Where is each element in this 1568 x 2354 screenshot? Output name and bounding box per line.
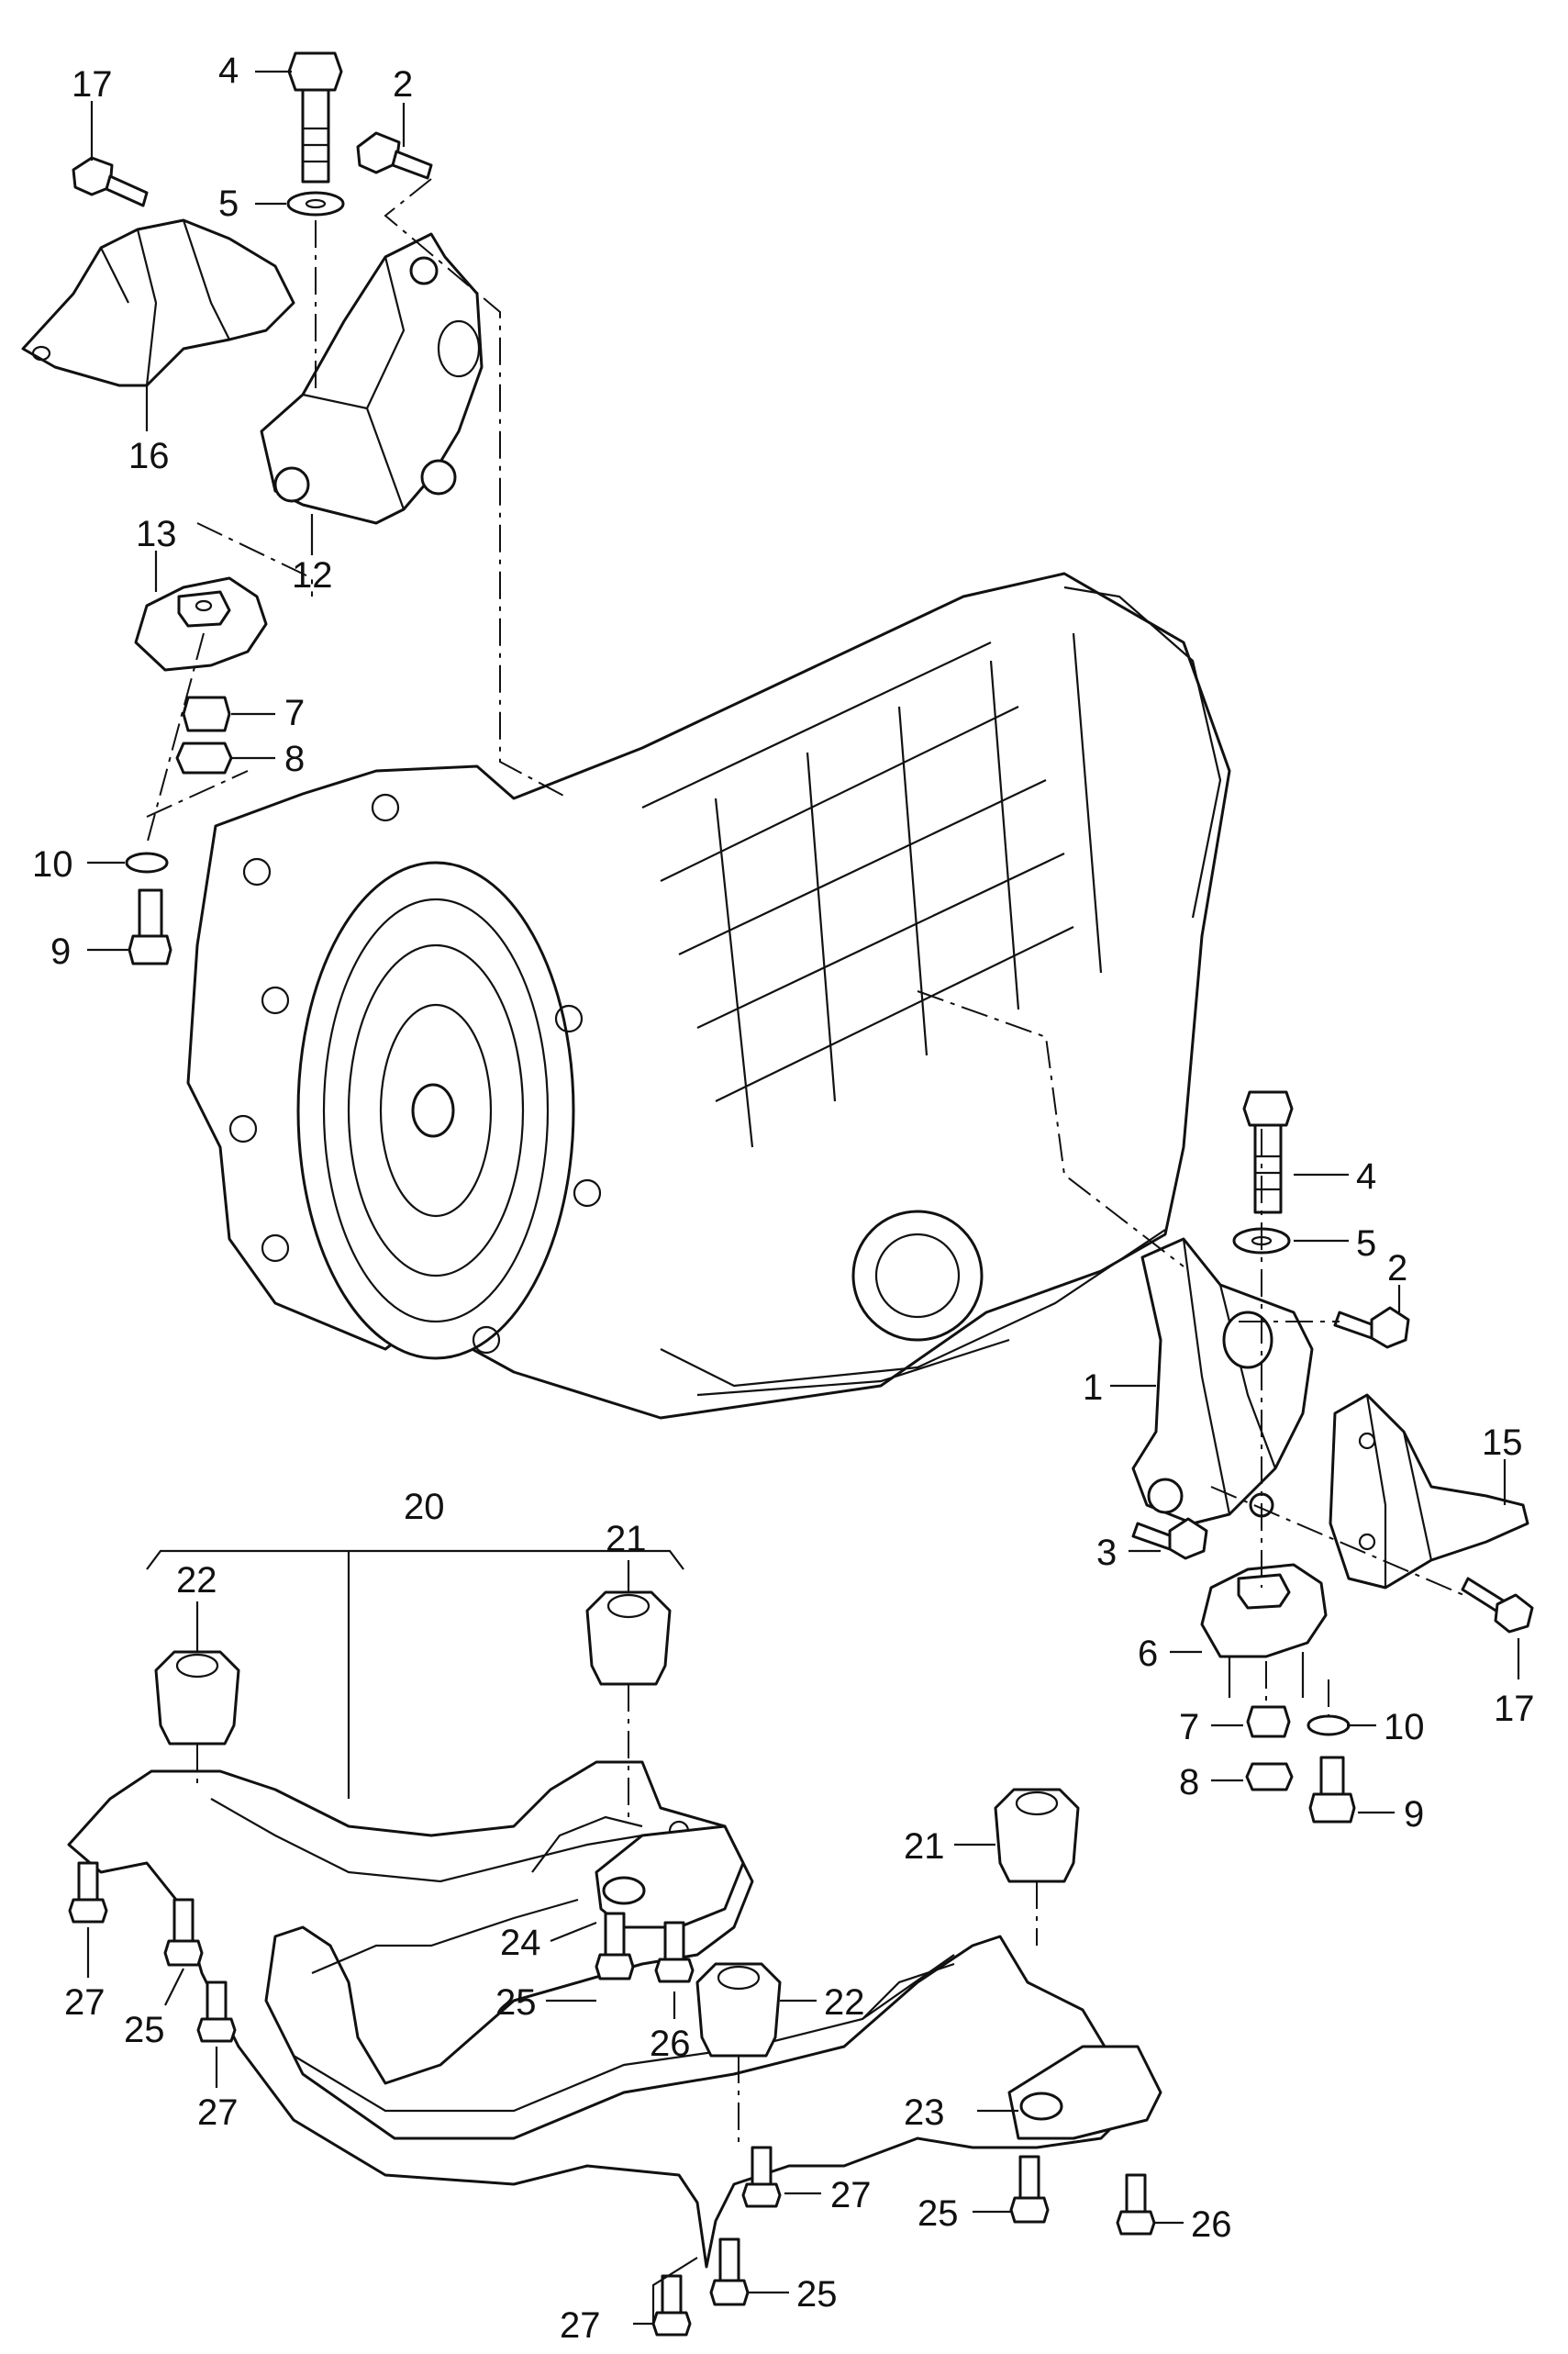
bolt-26-b xyxy=(1116,2173,1156,2236)
subframe-20 xyxy=(67,1760,1140,2269)
bracket-16 xyxy=(21,218,295,387)
callout-24: 24 xyxy=(500,1923,541,1963)
callout-26a: 26 xyxy=(650,2024,691,2064)
callout-9a: 9 xyxy=(50,932,71,972)
callout-25a: 25 xyxy=(495,1982,537,2023)
callout-5a: 5 xyxy=(218,184,239,224)
nut-7-top xyxy=(182,696,231,732)
callout-15: 15 xyxy=(1482,1422,1523,1463)
bolt-17-top xyxy=(72,156,149,207)
bolt-27-b xyxy=(196,1980,237,2043)
bushing-22-center xyxy=(695,1962,782,2058)
washer-10-top xyxy=(125,852,169,874)
callout-27c: 27 xyxy=(830,2175,872,2215)
callout-4b: 4 xyxy=(1356,1156,1376,1197)
bolt-27-a xyxy=(68,1861,108,1924)
bracket-15 xyxy=(1329,1393,1529,1590)
callout-7b: 7 xyxy=(1179,1707,1199,1747)
washer-10-right xyxy=(1307,1714,1351,1736)
bolt-3 xyxy=(1131,1517,1208,1560)
bushing-21-top xyxy=(585,1590,672,1686)
nut-7-right xyxy=(1246,1705,1291,1738)
bolt-25-b xyxy=(595,1912,635,1980)
callout-26b: 26 xyxy=(1191,2204,1232,2245)
leader-lines xyxy=(86,70,1520,2326)
callout-13: 13 xyxy=(136,514,177,554)
callout-labels: 4 2 17 5 16 12 13 7 8 10 9 4 5 2 1 15 3 … xyxy=(32,50,1535,2346)
bolt-27-c xyxy=(741,2146,782,2208)
callout-25b: 25 xyxy=(124,2010,165,2050)
callout-17b: 17 xyxy=(1494,1689,1535,1729)
callout-17a: 17 xyxy=(72,64,113,105)
mount-6 xyxy=(1200,1563,1328,1698)
nut-8-top xyxy=(175,742,233,775)
callout-21b: 21 xyxy=(904,1826,945,1867)
bolt-25-c xyxy=(1009,2155,1050,2224)
bolt-27-d xyxy=(651,2274,692,2337)
callout-27a: 27 xyxy=(64,1982,106,2023)
nut-8-right xyxy=(1245,1762,1294,1791)
callout-16: 16 xyxy=(128,436,170,476)
callout-23: 23 xyxy=(904,2092,945,2133)
washer-5-top xyxy=(286,191,345,217)
callout-25d: 25 xyxy=(796,2274,838,2315)
bolt-4-right xyxy=(1242,1090,1294,1214)
bolt-17-right xyxy=(1461,1577,1534,1634)
callout-1: 1 xyxy=(1083,1367,1103,1408)
bolt-25-d xyxy=(709,2237,750,2306)
bushing-22-left xyxy=(154,1650,240,1746)
bolt-2-top xyxy=(356,131,433,180)
callout-12: 12 xyxy=(292,555,333,596)
bracket-1 xyxy=(1131,1237,1314,1525)
callout-8a: 8 xyxy=(284,739,305,779)
callout-9b: 9 xyxy=(1404,1794,1424,1835)
callout-7a: 7 xyxy=(284,693,305,733)
bracket-12 xyxy=(260,232,484,525)
bolt-25-a xyxy=(163,1898,204,1967)
mount-13 xyxy=(134,576,268,672)
bolt-26-a xyxy=(654,1921,695,1983)
bolt-9-top xyxy=(128,888,172,965)
callout-21a: 21 xyxy=(606,1519,647,1559)
callout-25c: 25 xyxy=(917,2193,959,2234)
assembly-lines xyxy=(146,178,1469,2148)
callout-22b: 22 xyxy=(824,1982,865,2023)
callout-5b: 5 xyxy=(1356,1223,1376,1264)
callout-10b: 10 xyxy=(1384,1707,1425,1747)
bolt-4-top xyxy=(287,51,343,184)
callout-27b: 27 xyxy=(197,2092,239,2133)
callout-6: 6 xyxy=(1138,1634,1158,1674)
bushing-21-right xyxy=(994,1788,1080,1883)
transmission-housing xyxy=(186,572,1231,1420)
callout-3: 3 xyxy=(1096,1533,1117,1573)
bracket-23 xyxy=(1007,2045,1162,2140)
bolt-2-right xyxy=(1333,1306,1410,1349)
callout-8b: 8 xyxy=(1179,1762,1199,1802)
callout-2b: 2 xyxy=(1387,1248,1407,1289)
callout-20: 20 xyxy=(404,1487,445,1527)
bolt-9-right xyxy=(1308,1756,1356,1824)
callout-2a: 2 xyxy=(393,64,413,105)
callout-22a: 22 xyxy=(176,1560,217,1601)
callout-27d: 27 xyxy=(560,2305,601,2346)
callout-10a: 10 xyxy=(32,844,73,885)
callout-4a: 4 xyxy=(218,50,239,91)
